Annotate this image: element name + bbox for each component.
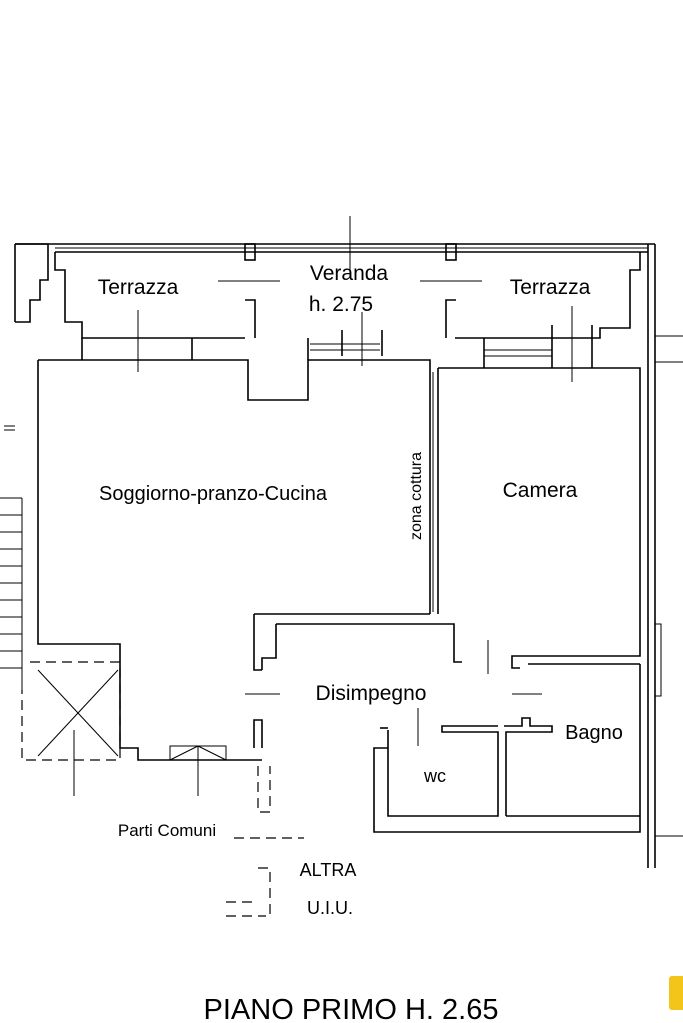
- veranda-height-label: h. 2.75: [309, 293, 373, 316]
- zona-cottura-label: zona cottura: [408, 452, 425, 540]
- bagno-label: Bagno: [565, 722, 623, 744]
- bedroom-walls: [432, 367, 641, 695]
- stair-block: [21, 661, 121, 796]
- plan-title: PIANO PRIMO H. 2.65: [204, 994, 499, 1023]
- veranda-label: Veranda: [310, 262, 389, 285]
- disimpegno-label: Disimpegno: [316, 682, 427, 705]
- terrace-band: [15, 216, 655, 382]
- left-wall: [0, 243, 49, 690]
- altra-label: ALTRA: [300, 860, 357, 880]
- terrazza-left-label: Terrazza: [98, 276, 179, 299]
- terrazza-right-label: Terrazza: [510, 276, 591, 299]
- uiu-label: U.I.U.: [307, 898, 353, 918]
- common-area-lines: [226, 766, 304, 917]
- soggiorno-label: Soggiorno-pranzo-Cucina: [99, 483, 328, 505]
- right-wall: [647, 244, 683, 868]
- living-room-walls: [37, 359, 462, 796]
- wc-label: wc: [423, 766, 446, 786]
- bathroom-walls: [253, 664, 641, 833]
- corner-badge[interactable]: [669, 976, 683, 1010]
- camera-label: Camera: [503, 479, 578, 502]
- parti-comuni-label: Parti Comuni: [118, 821, 216, 840]
